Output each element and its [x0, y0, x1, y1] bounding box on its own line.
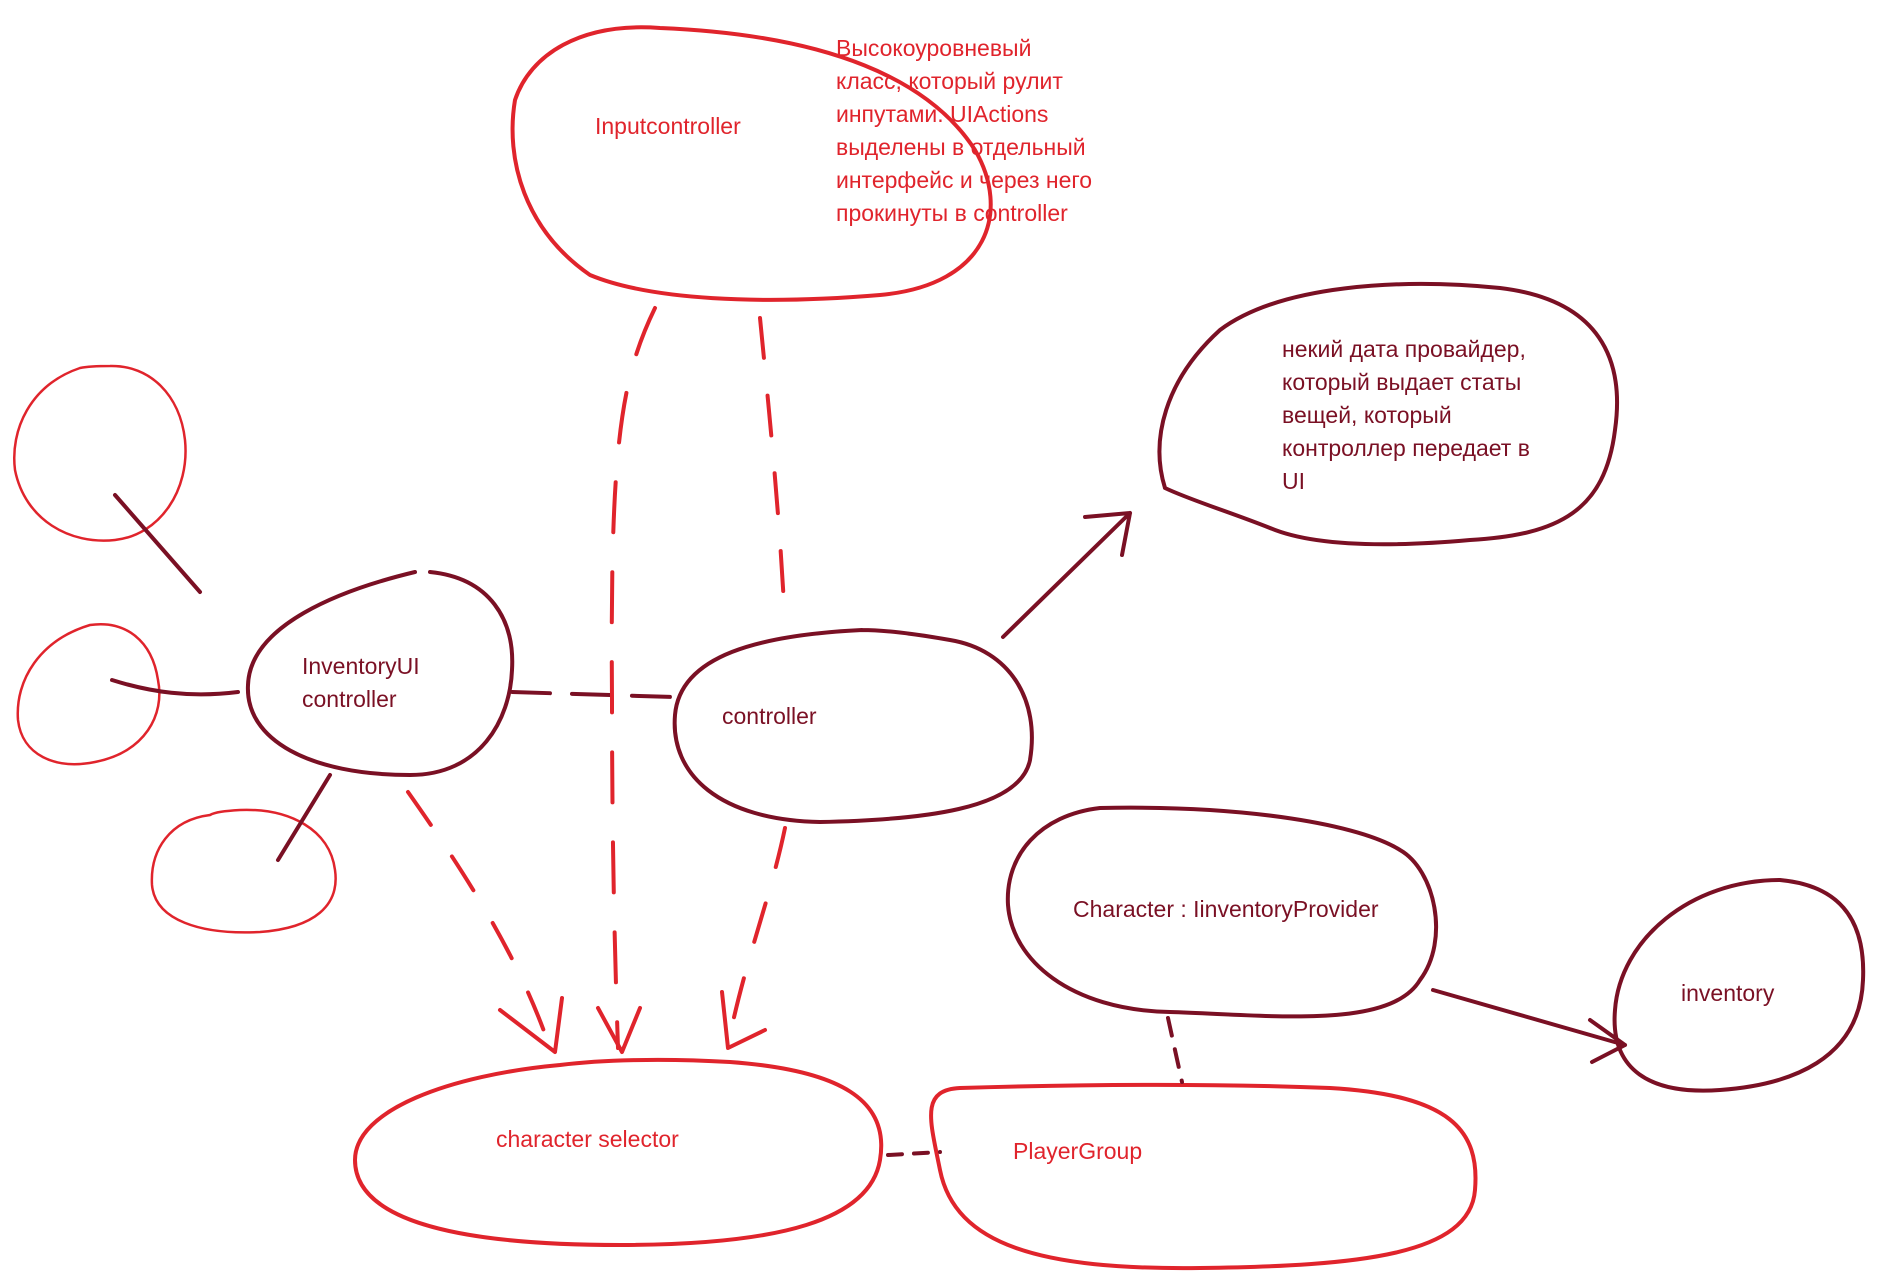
- character-selector-label: character selector: [496, 1126, 679, 1152]
- widget-top-link: [113, 493, 202, 594]
- ui-widget-middle: [16, 623, 161, 766]
- inputcontroller-to-selector-arrow: [609, 306, 657, 1050]
- character-bubble: [1005, 805, 1439, 1019]
- selector-to-playergroup-link: [886, 1150, 942, 1157]
- controller-bubble: [672, 628, 1034, 824]
- inventory-ui-to-selector-arrowhead: [498, 996, 564, 1054]
- inventory-ui-to-selector-arrow: [406, 790, 552, 1050]
- widget-middle-link: [110, 678, 240, 697]
- data-provider-bubble: [1157, 282, 1620, 547]
- inputcontroller-to-controller-link: [758, 316, 787, 627]
- character-to-inventory-arrow: [1431, 988, 1627, 1064]
- controller-to-selector-arrowhead: [720, 990, 767, 1050]
- data-provider-note: некий дата провайдер, который выдает ста…: [1282, 336, 1530, 494]
- playergroup-label: PlayerGroup: [1013, 1138, 1143, 1164]
- controller-to-selector-arrow: [726, 826, 787, 1047]
- ui-widget-top: [13, 364, 187, 542]
- inventory-bubble: [1612, 878, 1866, 1093]
- inventory-label: inventory: [1681, 980, 1775, 1006]
- inputcontroller-label: Inputcontroller: [595, 113, 741, 139]
- inputcontroller-note: Высокоуровневый класс, который рулит инп…: [836, 35, 1093, 226]
- inventory-ui-controller-bubble: [245, 570, 515, 777]
- controller-to-data-provider-arrow: [1001, 511, 1132, 639]
- controller-label: controller: [722, 703, 817, 729]
- inputcontroller-bubble: [510, 25, 993, 302]
- character-selector-bubble: [353, 1057, 884, 1247]
- character-to-playergroup-link: [1166, 1016, 1184, 1084]
- character-label: Character : IinventoryProvider: [1073, 896, 1379, 922]
- ui-widget-bottom: [150, 808, 337, 934]
- playergroup-bubble: [929, 1082, 1478, 1271]
- inventory-ui-to-controller-link: [510, 690, 674, 699]
- widget-bottom-link: [276, 773, 332, 862]
- inputcontroller-to-selector-arrowhead: [596, 1006, 642, 1054]
- inventory-ui-controller-label: InventoryUI controller: [302, 653, 420, 712]
